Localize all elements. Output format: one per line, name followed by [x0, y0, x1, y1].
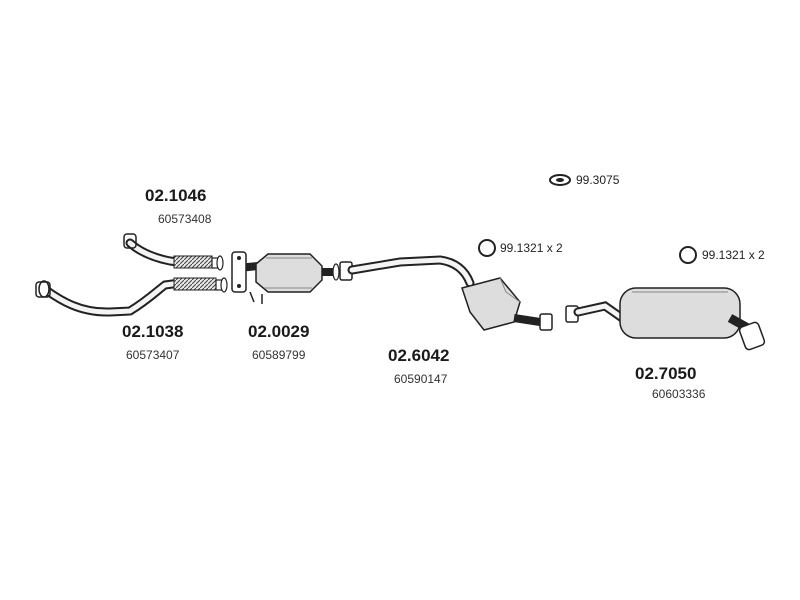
hanger-label: 99.3075: [576, 173, 620, 187]
front-pipe-upper-drawing: [123, 233, 224, 271]
oem-number-middle-silencer: 60590147: [394, 372, 448, 386]
rubber-hanger-icon: [549, 174, 571, 186]
oem-number-front-pipe-lower: 60573407: [126, 348, 180, 362]
middle-silencer-drawing: [339, 255, 553, 331]
part-code-rear-silencer: 02.7050: [635, 364, 697, 383]
part-code-middle-silencer: 02.6042: [388, 346, 450, 365]
part-code-front-pipe-lower: 02.1038: [122, 322, 184, 341]
gasket-ring-icon: [679, 246, 697, 264]
oem-number-front-pipe-upper: 60573408: [158, 212, 212, 226]
oem-number-rear-silencer: 60603336: [652, 387, 706, 401]
oem-number-catalyst: 60589799: [252, 348, 306, 362]
part-code-front-pipe-upper: 02.1046: [145, 186, 207, 205]
gasket-label-right: 99.1321 x 2: [702, 248, 765, 262]
rear-silencer-drawing: [565, 287, 766, 351]
part-code-catalyst: 02.0029: [248, 322, 310, 341]
gasket-label-center: 99.1321 x 2: [500, 241, 563, 255]
front-pipe-lower-drawing: [35, 277, 228, 317]
gasket-ring-icon: [478, 239, 496, 257]
catalyst-drawing: [231, 251, 340, 304]
